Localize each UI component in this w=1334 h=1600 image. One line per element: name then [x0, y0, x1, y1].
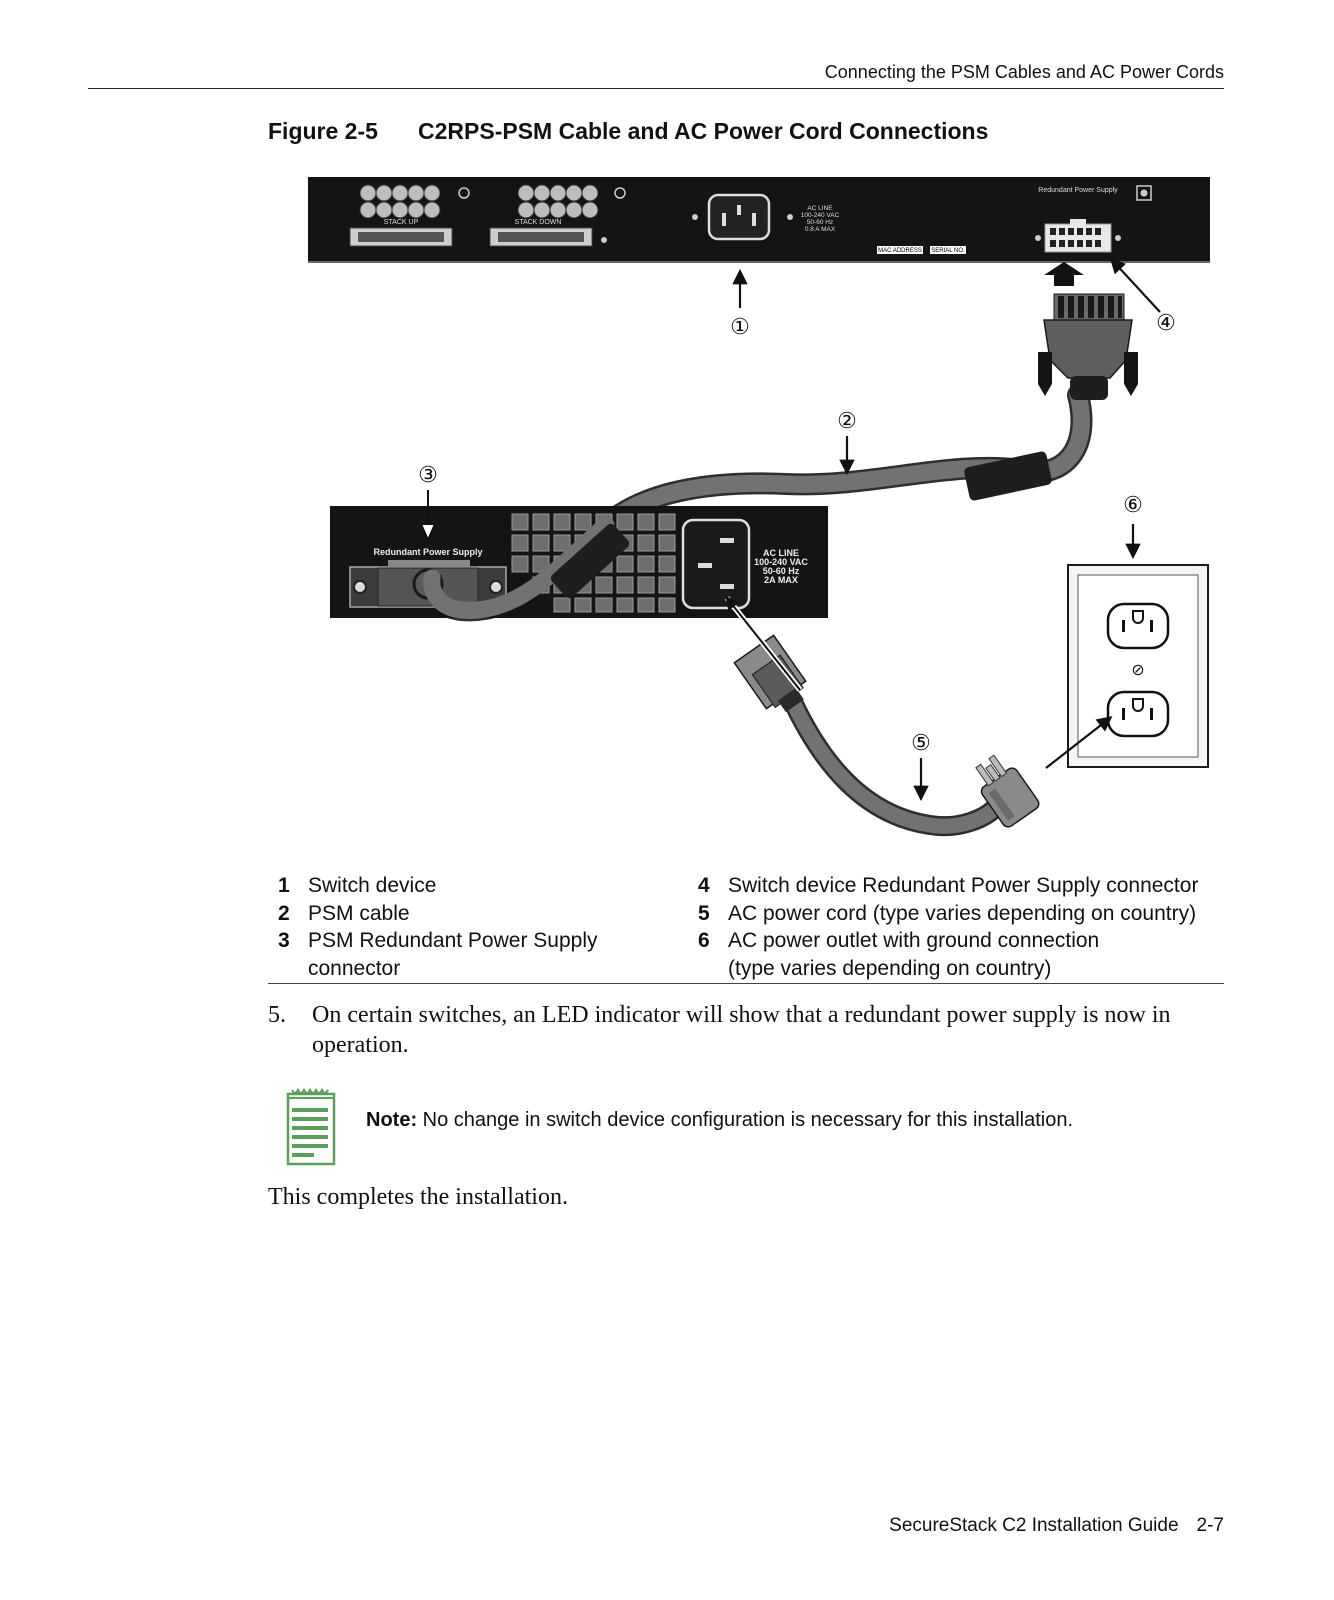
stack-down-port: STACK DOWN — [489, 184, 599, 247]
legend-item: 1 Switch device — [278, 872, 678, 900]
legend-item: 2 PSM cable — [278, 900, 678, 928]
plug-to-outlet-arrow — [1045, 716, 1113, 769]
legend-right: 4 Switch device Redundant Power Supply co… — [698, 872, 1238, 982]
stack-up-port: STACK UP — [349, 184, 453, 247]
page-number: 2-7 — [1196, 1515, 1224, 1536]
psm-ac-line-4: 2A MAX — [764, 575, 798, 585]
legend-text: PSM Redundant Power Supply connector — [308, 929, 598, 980]
psm-ac-line-3: 50-60 Hz — [763, 566, 800, 576]
ac-outlet: ⊘ — [1067, 564, 1209, 768]
legend-item: 5 AC power cord (type varies depending on… — [698, 900, 1238, 928]
legend-num: 2 — [278, 901, 290, 925]
callout-4-arrow — [1109, 257, 1161, 313]
psm-ac-line-1: AC LINE — [763, 548, 799, 558]
figure-caption: Figure 2-5 C2RPS-PSM Cable and AC Power C… — [268, 118, 988, 145]
callout-3: ③ — [418, 462, 438, 487]
page-footer: SecureStack C2 Installation Guide 2-7 — [889, 1515, 1224, 1537]
legend-num: 5 — [698, 901, 710, 925]
running-header: Connecting the PSM Cables and AC Power C… — [824, 62, 1224, 82]
callout-6: ⑥ — [1123, 492, 1143, 517]
psm-cable-switch-connector — [1038, 293, 1138, 400]
psm-ac-line-2: 100-240 VAC — [754, 557, 808, 567]
callout-3-arrow — [419, 523, 437, 543]
header-rule — [88, 88, 1224, 89]
connection-diagram: STACK UP STACK DOWN AC LINE 100-240 VAC … — [308, 177, 1210, 837]
figure-title: C2RPS-PSM Cable and AC Power Cord Connec… — [418, 118, 989, 144]
psm-rps-label: Redundant Power Supply — [373, 547, 482, 557]
legend-item: 4 Switch device Redundant Power Supply co… — [698, 872, 1238, 900]
switch-rps-label: Redundant Power Supply — [1038, 187, 1118, 194]
closing-text: This completes the installation. — [268, 1184, 568, 1210]
mac-address-label: MAC ADDRESS — [878, 248, 922, 254]
switch-device: STACK UP STACK DOWN AC LINE 100-240 VAC … — [308, 177, 1210, 263]
outlet-receptacle-top — [1106, 602, 1170, 650]
step-text: On certain switches, an LED indicator wi… — [312, 1002, 1171, 1058]
iec-plug — [733, 634, 807, 713]
legend-left: 1 Switch device 2 PSM cable 3 PSM Redundant… — [278, 872, 678, 982]
callout-5: ⑤ — [911, 730, 931, 755]
switch-ac-line-2: 100-240 VAC — [801, 212, 840, 219]
cord-to-psm-arrow — [725, 595, 801, 691]
switch-ac-inlet — [692, 193, 793, 241]
legend-text: Switch device — [308, 874, 437, 897]
ac-power-cord — [733, 634, 1040, 837]
insert-arrow-icon — [1044, 262, 1084, 286]
callout-4: ④ — [1156, 310, 1176, 335]
legend-num: 1 — [278, 874, 290, 897]
note-label: Note: — [366, 1109, 418, 1131]
step-number: 5. — [268, 1002, 286, 1028]
callout-1: ① — [730, 314, 750, 339]
outlet-receptacle-bottom — [1106, 690, 1170, 738]
legend-item: 3 PSM Redundant Power Supply connector — [278, 927, 678, 982]
legend-item: 6 AC power outlet with ground connection … — [698, 927, 1238, 982]
stack-up-label: STACK UP — [384, 219, 419, 226]
switch-ac-line-1: AC LINE — [807, 205, 833, 212]
legend-rule — [268, 983, 1224, 984]
switch-ac-line-3: 50-60 Hz — [807, 219, 833, 226]
legend-num: 6 — [698, 929, 710, 952]
wall-plug — [975, 754, 1040, 828]
outlet-screw-icon: ⊘ — [1131, 662, 1144, 679]
legend-num: 4 — [698, 874, 710, 897]
note-icon — [286, 1087, 336, 1166]
callout-2: ② — [837, 408, 857, 433]
legend-text: Switch device Redundant Power Supply con… — [728, 874, 1199, 897]
switch-ac-line-4: 0.8 A MAX — [805, 226, 836, 233]
switch-rps-connector — [1035, 219, 1121, 253]
legend-text: AC power outlet with ground connection (… — [728, 929, 1100, 980]
legend-text: PSM cable — [308, 901, 410, 925]
stack-down-label: STACK DOWN — [515, 219, 562, 226]
serial-no-label: SERIAL NO. — [931, 248, 965, 254]
psm-ac-inlet — [681, 518, 751, 610]
legend-num: 3 — [278, 929, 290, 952]
footer-title: SecureStack C2 Installation Guide — [889, 1515, 1179, 1536]
figure-number: Figure 2-5 — [268, 118, 378, 144]
note-text: No change in switch device configuration… — [422, 1109, 1074, 1131]
note: Note: No change in switch device configu… — [366, 1109, 1073, 1132]
legend-text: AC power cord (type varies depending on … — [728, 901, 1197, 925]
step-5: 5. On certain switches, an LED indicator… — [268, 1000, 1228, 1060]
